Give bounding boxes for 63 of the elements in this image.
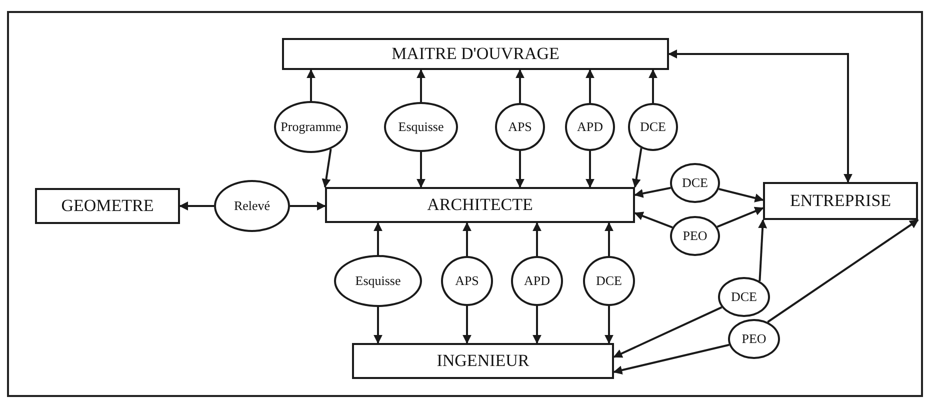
node-label: APD bbox=[576, 119, 603, 135]
arrow bbox=[668, 50, 852, 183]
node-label: MAITRE D'OUVRAGE bbox=[392, 44, 560, 64]
document-ellipse bbox=[718, 277, 770, 317]
arrow bbox=[758, 219, 768, 282]
node-label: GEOMETRE bbox=[61, 196, 154, 216]
node-label: DCE bbox=[682, 175, 708, 191]
arrow bbox=[290, 202, 326, 210]
arrow bbox=[767, 219, 919, 323]
document-ellipse bbox=[728, 319, 780, 359]
document-ellipse bbox=[441, 256, 493, 306]
actor-box bbox=[325, 187, 635, 223]
document-ellipse bbox=[495, 103, 545, 151]
actor-box bbox=[763, 182, 918, 220]
arrow bbox=[613, 344, 730, 375]
arrow bbox=[322, 148, 332, 188]
actor-box bbox=[352, 343, 614, 379]
document-ellipse bbox=[670, 216, 720, 256]
node-label: DCE bbox=[640, 119, 666, 135]
arrow bbox=[516, 151, 524, 188]
node-label: Programme bbox=[280, 119, 342, 135]
node-label: ARCHITECTE bbox=[427, 195, 533, 215]
arrow bbox=[179, 202, 214, 210]
arrow bbox=[586, 151, 594, 188]
arrow bbox=[306, 69, 316, 101]
arrow bbox=[416, 152, 426, 188]
arrow bbox=[634, 212, 673, 228]
arrow bbox=[604, 306, 614, 344]
arrow bbox=[462, 306, 472, 344]
node-label: DCE bbox=[596, 273, 622, 289]
arrow bbox=[648, 69, 658, 103]
arrow bbox=[634, 186, 671, 198]
arrow bbox=[716, 206, 764, 228]
arrow bbox=[516, 69, 524, 103]
node-label: INGENIEUR bbox=[436, 351, 530, 371]
arrow bbox=[374, 222, 382, 255]
arrow bbox=[613, 306, 722, 358]
document-ellipse bbox=[628, 103, 678, 151]
node-label: PEO bbox=[682, 228, 708, 244]
actor-box bbox=[35, 188, 180, 224]
document-ellipse bbox=[511, 256, 563, 306]
document-ellipse bbox=[565, 103, 615, 151]
node-label: APS bbox=[455, 273, 479, 289]
node-label: APS bbox=[508, 119, 532, 135]
node-label: APD bbox=[524, 273, 550, 289]
document-ellipse bbox=[670, 163, 720, 203]
arrow bbox=[718, 188, 764, 202]
arrow bbox=[532, 306, 542, 344]
arrow bbox=[586, 69, 594, 103]
arrow bbox=[374, 307, 382, 344]
node-label: ENTREPRISE bbox=[790, 191, 892, 211]
arrow bbox=[462, 222, 472, 256]
node-label: Esquisse bbox=[398, 119, 444, 135]
node-label: DCE bbox=[731, 289, 757, 305]
actor-box bbox=[282, 38, 669, 70]
arrow bbox=[604, 222, 614, 256]
node-label: Relevé bbox=[234, 198, 270, 214]
node-label: PEO bbox=[742, 331, 766, 347]
arrow bbox=[416, 69, 426, 102]
arrow bbox=[632, 148, 642, 188]
document-ellipse bbox=[583, 256, 635, 306]
node-label: Esquisse bbox=[355, 273, 401, 289]
arrow bbox=[532, 222, 542, 256]
